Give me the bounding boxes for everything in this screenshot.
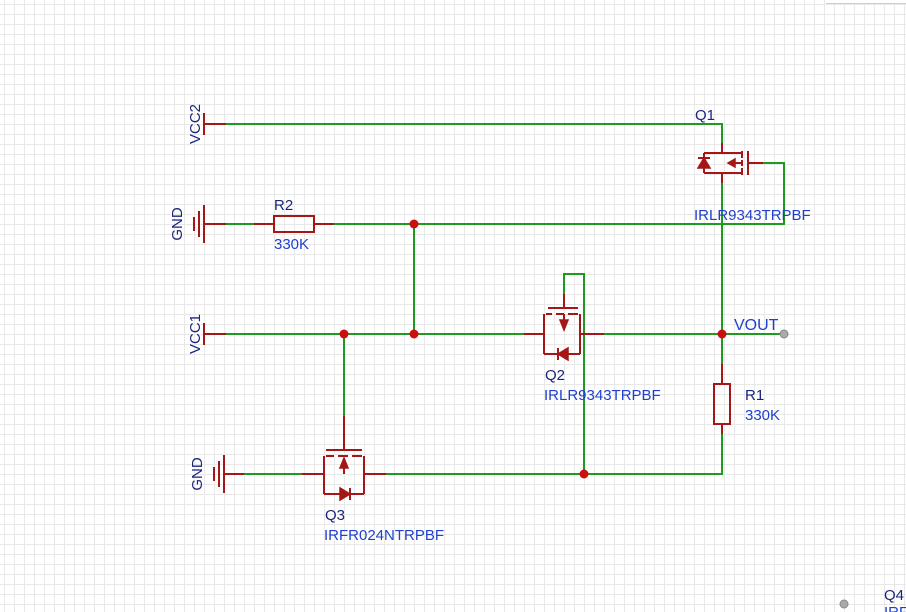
r2-designator: R2	[274, 197, 293, 214]
junction-dot	[717, 329, 727, 339]
r2-value: 330K	[274, 236, 309, 253]
r1-designator: R1	[745, 387, 764, 404]
gnd-bottom-label: GND	[189, 457, 206, 491]
vcc1-label: VCC1	[187, 314, 204, 354]
vout-net-label[interactable]: VOUT	[734, 317, 789, 339]
gnd-bottom-symbol[interactable]: GND	[189, 455, 244, 493]
junction-dot	[409, 219, 419, 229]
gnd-top-symbol[interactable]: GND	[169, 205, 226, 243]
q1-designator: Q1	[695, 107, 715, 124]
wires	[226, 123, 785, 475]
junction-dot	[409, 329, 419, 339]
vcc2-power-port[interactable]: VCC2	[187, 104, 226, 144]
resistor-r2[interactable]: R2 330K	[254, 197, 334, 253]
q4-part: IRF	[884, 604, 906, 612]
vout-label: VOUT	[734, 317, 779, 334]
mosfet-q3[interactable]: Q3 IRFR024NTRPBF	[302, 416, 444, 544]
q4-pin[interactable]	[839, 599, 849, 609]
junction-dot	[339, 329, 349, 339]
q3-part: IRFR024NTRPBF	[324, 527, 444, 544]
mosfet-q1[interactable]: Q1 IRLR9343TRPBF	[694, 107, 811, 224]
wire-vcc2[interactable]	[226, 123, 723, 143]
q4-designator: Q4	[884, 587, 904, 604]
wire-bottom-rail[interactable]	[386, 424, 723, 475]
wire-q1-gate[interactable]	[722, 162, 785, 225]
junctions	[339, 219, 727, 479]
mosfet-q2[interactable]: Q2 IRLR9343TRPBF	[524, 294, 661, 404]
q1-part: IRLR9343TRPBF	[694, 207, 811, 224]
vcc1-power-port[interactable]: VCC1	[187, 314, 226, 354]
q3-designator: Q3	[325, 507, 345, 524]
junction-dot	[579, 469, 589, 479]
gnd-top-label: GND	[169, 207, 186, 241]
vcc2-label: VCC2	[187, 104, 204, 144]
vout-port[interactable]	[779, 329, 789, 339]
q2-part: IRLR9343TRPBF	[544, 387, 661, 404]
wire-q2-gate[interactable]	[563, 273, 585, 474]
r1-value: 330K	[745, 407, 780, 424]
panel-edge	[826, 0, 906, 4]
q2-designator: Q2	[545, 367, 565, 384]
resistor-r1[interactable]: R1 330K	[713, 364, 780, 434]
mosfet-q4-partial[interactable]: Q4 IRF	[839, 587, 906, 612]
